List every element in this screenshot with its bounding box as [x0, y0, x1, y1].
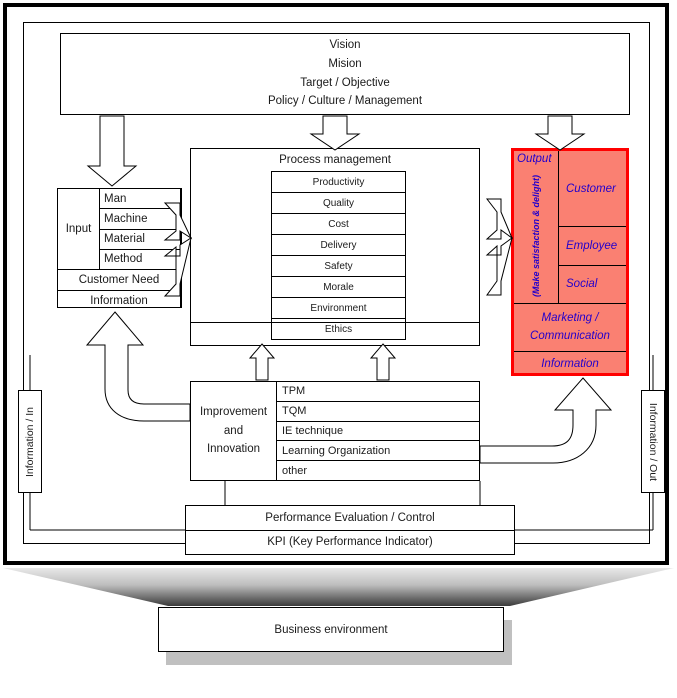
output-information: Information: [541, 357, 599, 370]
output-item-social: Social: [566, 278, 598, 291]
improvement-item-learning-organization: Learning Organization: [277, 441, 479, 462]
business-environment-box: Business environment: [158, 607, 504, 652]
information-out-label: Information / Out: [647, 402, 660, 481]
vision-line-2: Mision: [328, 57, 362, 70]
output-left-column: Output (Make satisfaction & delight): [514, 151, 559, 303]
performance-evaluation-box: Performance Evaluation / Control KPI (Ke…: [185, 505, 515, 555]
input-item-method: Method: [104, 253, 143, 266]
improvement-innovation-box: Improvement and Innovation TPM TQM IE te…: [190, 381, 480, 481]
business-environment-label: Business environment: [274, 623, 388, 636]
vision-line-4: Policy / Culture / Management: [267, 95, 423, 108]
input-resources-group: Input Man Machine Material Method: [58, 189, 180, 270]
output-label: Output: [517, 153, 552, 165]
process-item-safety: Safety: [272, 256, 405, 277]
output-vertical-note: (Make satisfaction & delight): [531, 175, 541, 298]
process-management-footer-strip: [191, 322, 479, 345]
process-item-environment: Environment: [272, 298, 405, 319]
improvement-item-ie-technique: IE technique: [277, 422, 479, 442]
process-item-productivity: Productivity: [272, 172, 405, 193]
improvement-item-tpm: TPM: [277, 382, 479, 402]
output-marketing-communication: Marketing / Communication: [514, 304, 626, 352]
input-item-customer-need: Customer Need: [58, 270, 180, 291]
information-in-box: Information / In: [18, 390, 42, 493]
improvement-method-list: TPM TQM IE technique Learning Organizati…: [277, 382, 479, 480]
process-management-box: Process management Productivity Quality …: [190, 148, 480, 346]
improvement-label: Improvement and Innovation: [191, 382, 277, 480]
information-in-label: Information / In: [24, 406, 37, 477]
output-item-employee: Employee: [559, 227, 626, 266]
input-item-material: Material: [100, 230, 180, 250]
vision-box: Vision Mision Target / Objective Policy …: [60, 33, 630, 115]
kpi-row: KPI (Key Performance Indicator): [267, 536, 433, 549]
output-box: Output (Make satisfaction & delight) Cus…: [511, 148, 629, 376]
input-item-man: Man: [100, 189, 180, 210]
output-upper-section: Output (Make satisfaction & delight) Cus…: [514, 151, 626, 304]
output-marketing-line2: Communication: [530, 329, 610, 342]
input-item-information: Information: [90, 295, 148, 307]
vision-line-1: Vision: [329, 39, 361, 52]
process-item-ethics: Ethics: [324, 323, 353, 335]
improvement-item-other: other: [282, 464, 308, 477]
input-label: Input: [58, 189, 100, 269]
improvement-label-line1: Improvement: [199, 405, 268, 418]
performance-evaluation-row: Performance Evaluation / Control: [186, 506, 514, 531]
improvement-item-tqm: TQM: [277, 402, 479, 422]
improvement-label-line2: and: [223, 424, 244, 437]
process-management-list: Productivity Quality Cost Delivery Safet…: [271, 171, 406, 340]
improvement-label-line3: Innovation: [206, 443, 261, 456]
input-item-machine: Machine: [100, 209, 180, 230]
output-item-customer: Customer: [559, 151, 626, 227]
process-item-quality: Quality: [272, 193, 405, 214]
process-management-title: Process management: [279, 154, 391, 166]
output-stakeholder-list: Customer Employee Social: [559, 151, 626, 303]
process-item-delivery: Delivery: [272, 235, 405, 256]
vision-line-3: Target / Objective: [300, 76, 390, 89]
process-item-cost: Cost: [272, 214, 405, 235]
input-4m-list: Man Machine Material Method: [100, 189, 180, 269]
process-item-morale: Morale: [272, 277, 405, 298]
information-out-box: Information / Out: [641, 390, 665, 493]
input-box: Input Man Machine Material Method Custom…: [57, 188, 181, 308]
output-marketing-line1: Marketing /: [541, 312, 599, 325]
